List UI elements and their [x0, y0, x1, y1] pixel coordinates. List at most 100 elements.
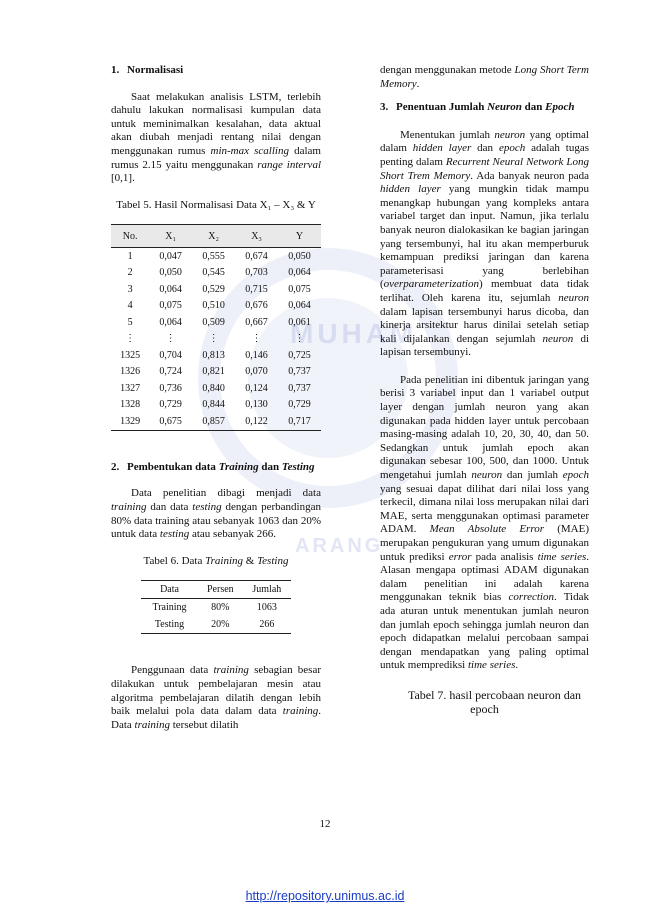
page-number: 12: [319, 818, 331, 830]
table-5-header-cell: No.: [122, 230, 138, 242]
table-5-cell: 0,075: [159, 300, 182, 312]
table-5-cell: 0,737: [288, 382, 311, 394]
continued-paragraph: dengan menggunakan metode Long Short Ter…: [380, 64, 589, 90]
watermark-logo-center: [248, 298, 408, 458]
table-6-cell: Training: [152, 602, 187, 614]
table-5-cell: 0,675: [159, 415, 182, 427]
section-1-heading: 1. Normalisasi: [111, 64, 184, 76]
table-6-header-cell: Persen: [207, 584, 234, 596]
table-5-row: ⋮ ⋮ ⋮ ⋮ ⋮: [111, 331, 321, 348]
section-1-paragraph: Saat melakukan analisis LSTM, terlebih d…: [111, 90, 321, 185]
table-5-cell: 0,737: [288, 366, 311, 378]
table-5-row: 3 0,064 0,529 0,715 0,075: [111, 281, 321, 298]
table-5-cell: 4: [127, 300, 133, 312]
table-5-cell: 0,729: [159, 399, 182, 411]
table-5-cell: 0,064: [288, 300, 311, 312]
table-5-cell: ⋮: [208, 333, 219, 345]
watermark-text-top: MUHAM: [290, 318, 418, 349]
table-5-cell: 0,050: [159, 267, 182, 279]
table-5-cell: 0,545: [202, 267, 225, 279]
table-5-cell: ⋮: [165, 333, 176, 345]
table-5-cell: ⋮: [251, 333, 262, 345]
section-2-paragraph: Data penelitian dibagi menjadi data trai…: [111, 487, 321, 541]
table-5-cell: 0,715: [245, 283, 268, 295]
watermark-text-bottom: ARANG: [295, 535, 384, 557]
table-5-row: 4 0,075 0,510 0,676 0,064: [111, 298, 321, 315]
table-5-cell: 0,674: [245, 250, 268, 262]
table-5-caption: Tabel 5. Hasil Normalisasi Data X₁ – X₃ …: [116, 198, 316, 211]
table-5-cell: 0,676: [245, 300, 268, 312]
table-5-cell: 0,061: [288, 316, 311, 328]
table-5-cell: 0,064: [159, 316, 182, 328]
table-5-row: 5 0,064 0,509 0,667 0,061: [111, 314, 321, 331]
table-6-row: Training 80% 1063: [141, 599, 291, 617]
table-5-cell: 0,703: [245, 267, 268, 279]
table-5-header-cell: Y: [295, 230, 304, 242]
table-5-cell: 1: [127, 250, 133, 262]
table-5-header-cell: X₃: [251, 230, 262, 242]
table-5-cell: 0,130: [245, 399, 268, 411]
section-3-paragraph-1: Menentukan jumlah neuron yang optimal da…: [380, 128, 590, 359]
table-5-cell: 0,729: [288, 399, 311, 411]
table-5-cell: 1328: [120, 399, 141, 411]
table-5-row: 1327 0,736 0,840 0,124 0,737: [111, 380, 321, 397]
table-5-cell: 0,075: [288, 283, 311, 295]
table-7-caption: Tabel 7. hasil percobaan neuron dan epoc…: [407, 687, 582, 716]
section-2-paragraph-2: Penggunaan data training sebagian besar …: [111, 664, 321, 731]
table-5-cell: 0,509: [202, 316, 225, 328]
right-column: dengan menggunakan metode Long Short Ter…: [380, 64, 589, 716]
table-5-row: 2 0,050 0,545 0,703 0,064: [111, 265, 321, 282]
table-5-cell: 0,555: [202, 250, 225, 262]
table-6-row: Testing 20% 266: [141, 616, 291, 634]
section-2-heading: 2. Pembentukan data Training dan Testing: [111, 460, 315, 473]
table-5-row: 1328 0,729 0,844 0,130 0,729: [111, 397, 321, 414]
table-5-cell: 0,146: [245, 349, 268, 361]
table-5-cell: 0,070: [245, 366, 268, 378]
table-5-cell: 0,717: [288, 415, 311, 427]
table-5-cell: 0,064: [159, 283, 182, 295]
table-6-cell: 1063: [256, 602, 277, 614]
table-6-header-cell: Jumlah: [252, 584, 282, 596]
repository-link[interactable]: http://repository.unimus.ac.id: [245, 889, 405, 903]
table-5-cell: 5: [127, 316, 133, 328]
table-5-header-cell: X₂: [208, 230, 219, 242]
table-6-header-cell: Data: [160, 584, 179, 596]
table-5-cell: 0,529: [202, 283, 225, 295]
table-5-cell: 0,725: [288, 349, 311, 361]
table-5-cell: 1327: [120, 382, 141, 394]
table-5-cell: 0,050: [288, 250, 311, 262]
table-6-caption: Tabel 6. Data Training & Testing: [143, 554, 289, 567]
table-5-row: 1326 0,724 0,821 0,070 0,737: [111, 364, 321, 381]
table-6-cell: 80%: [211, 602, 230, 614]
table-5: No. X₁ X₂ X₃ Y 1 0,047 0,555 0,674 0,050 2 0,050 0,…: [111, 224, 321, 431]
table-5-cell: 0,821: [202, 366, 225, 378]
table-6-cell: Testing: [154, 619, 185, 631]
table-5-cell: 0,857: [202, 415, 225, 427]
section-3-heading: 3. Penentuan Jumlah Neuron dan Epoch: [380, 101, 575, 114]
table-5-cell: 0,064: [288, 267, 311, 279]
table-5-cell: 1326: [120, 366, 141, 378]
table-5-cell: 0,122: [245, 415, 268, 427]
table-6-cell: 266: [259, 619, 275, 631]
table-5-cell: 0,124: [245, 382, 268, 394]
table-5-cell: 0,667: [245, 316, 268, 328]
table-5-cell: 2: [127, 267, 133, 279]
table-5-header-cell: X₁: [165, 230, 176, 242]
table-5-cell: 1329: [120, 415, 141, 427]
table-5-cell: 1325: [120, 349, 141, 361]
table-5-cell: ⋮: [125, 333, 136, 345]
table-5-row: 1329 0,675 0,857 0,122 0,717: [111, 413, 321, 431]
section-3-paragraph-2: Pada penelitian ini dibentuk jaringan ya…: [380, 373, 590, 672]
table-5-row: 1 0,047 0,555 0,674 0,050: [111, 248, 321, 265]
table-5-cell: 0,736: [159, 382, 182, 394]
table-6-cell: 20%: [211, 619, 230, 631]
table-5-cell: 0,844: [202, 399, 225, 411]
table-5-cell: 0,510: [202, 300, 225, 312]
table-5-cell: ⋮: [294, 333, 305, 345]
table-5-cell: 0,813: [202, 349, 225, 361]
table-5-cell: 0,724: [159, 366, 182, 378]
table-5-cell: 3: [127, 283, 133, 295]
table-5-cell: 0,047: [159, 250, 182, 262]
table-5-cell: 0,840: [202, 382, 225, 394]
